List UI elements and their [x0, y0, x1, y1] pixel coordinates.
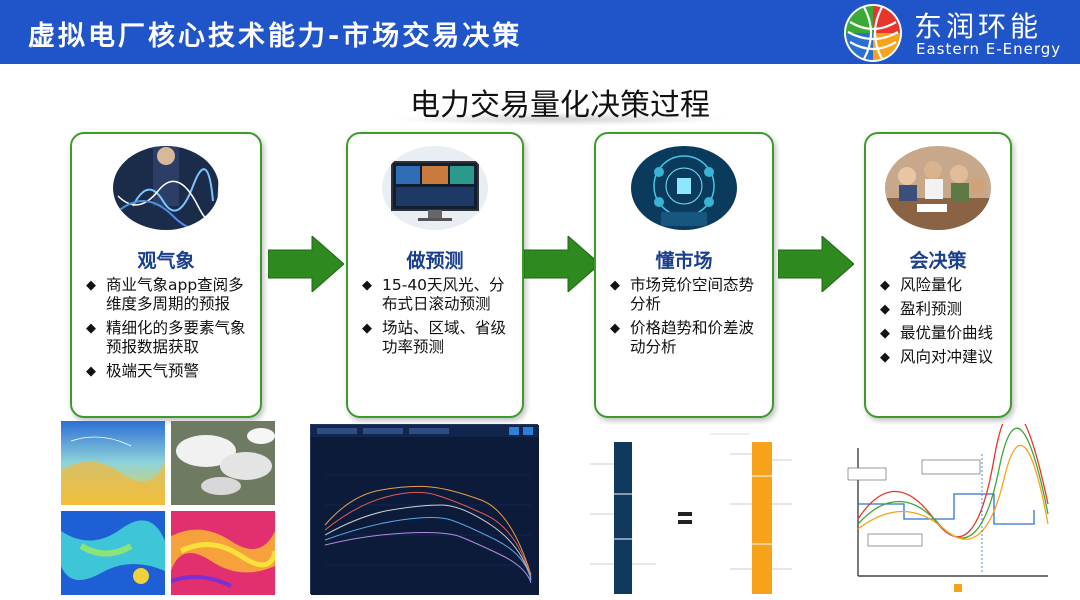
bullet-item: ◆最优量价曲线	[880, 324, 994, 342]
step-card-market: 懂市场 ◆市场竞价空间态势分析 ◆价格趋势和价差波动分析	[594, 132, 774, 418]
step-bullets: ◆商业气象app查阅多维度多周期的预报 ◆精细化的多要素气象预报数据获取 ◆极端…	[84, 276, 254, 386]
diamond-bullet-icon: ◆	[362, 278, 372, 293]
bullet-item: ◆15-40天风光、分布式日滚动预测	[362, 276, 505, 313]
bullet-item: ◆盈利预测	[880, 300, 963, 318]
bullet-item: ◆极端天气预警	[86, 362, 200, 380]
step-title: 懂市场	[655, 250, 713, 272]
temperature-map-image	[61, 421, 165, 505]
header-banner: 虚拟电厂核心技术能力-市场交易决策 东润环能 Eastern E-Energy	[0, 0, 1080, 64]
logo-sphere-icon	[844, 4, 902, 62]
market-photo	[631, 146, 737, 230]
diamond-bullet-icon: ◆	[880, 302, 890, 317]
diamond-bullet-icon: ◆	[880, 326, 890, 341]
step-card-forecast: 做预测 ◆15-40天风光、分布式日滚动预测 ◆场站、区域、省级功率预测	[346, 132, 524, 418]
bullet-item: ◆风险量化	[880, 276, 963, 294]
logo-name-en: Eastern E-Energy	[916, 40, 1062, 58]
logo-name-cn: 东润环能	[914, 10, 1043, 43]
forecast-dashboard-image	[310, 424, 539, 595]
heading-shadow	[390, 112, 730, 126]
step-title: 观气象	[137, 250, 195, 272]
arrow-right-icon	[524, 236, 600, 292]
diamond-bullet-icon: ◆	[610, 321, 620, 336]
step-bullets: ◆市场竞价空间态势分析 ◆价格趋势和价差波动分析	[608, 276, 766, 362]
step-bullets: ◆15-40天风光、分布式日滚动预测 ◆场站、区域、省级功率预测	[360, 276, 516, 362]
diamond-bullet-icon: ◆	[610, 278, 620, 293]
process-heading: 电力交易量化决策过程	[410, 88, 710, 123]
arrow-right-icon	[268, 236, 344, 292]
precipitation-map-image	[61, 511, 165, 595]
weather-maps-grid	[61, 421, 275, 595]
forecast-screen-photo	[382, 146, 488, 230]
bidding-strategy-chart-image	[844, 410, 1054, 596]
slide-title: 虚拟电厂核心技术能力-市场交易决策	[28, 21, 523, 52]
bullet-item: ◆价格趋势和价差波动分析	[610, 319, 755, 356]
diamond-bullet-icon: ◆	[86, 321, 96, 336]
bullet-item: ◆场站、区域、省级功率预测	[362, 319, 507, 356]
step-card-decision: 会决策 ◆风险量化 ◆盈利预测 ◆最优量价曲线 ◆风向对冲建议	[864, 132, 1012, 418]
step-title: 会决策	[909, 250, 967, 272]
step-title: 做预测	[406, 250, 464, 272]
meeting-photo	[885, 146, 991, 230]
bullet-item: ◆风向对冲建议	[880, 348, 994, 366]
diamond-bullet-icon: ◆	[86, 278, 96, 293]
arrow-right-icon	[778, 236, 854, 292]
step-card-weather: 观气象 ◆商业气象app查阅多维度多周期的预报 ◆精细化的多要素气象预报数据获取…	[70, 132, 262, 418]
bullet-item: ◆精细化的多要素气象预报数据获取	[86, 319, 246, 356]
diamond-bullet-icon: ◆	[880, 278, 890, 293]
company-logo: 东润环能 Eastern E-Energy	[836, 2, 1080, 62]
step-bullets: ◆风险量化 ◆盈利预测 ◆最优量价曲线 ◆风向对冲建议	[878, 276, 1004, 372]
diamond-bullet-icon: ◆	[880, 350, 890, 365]
diamond-bullet-icon: ◆	[86, 364, 96, 379]
bullet-item: ◆市场竞价空间态势分析	[610, 276, 755, 313]
diamond-bullet-icon: ◆	[362, 321, 372, 336]
satellite-cloud-image	[171, 421, 275, 505]
bullet-item: ◆商业气象app查阅多维度多周期的预报	[86, 276, 244, 313]
market-space-diagram-image	[560, 424, 828, 596]
weather-photo	[113, 146, 219, 230]
wind-map-image	[171, 511, 275, 595]
